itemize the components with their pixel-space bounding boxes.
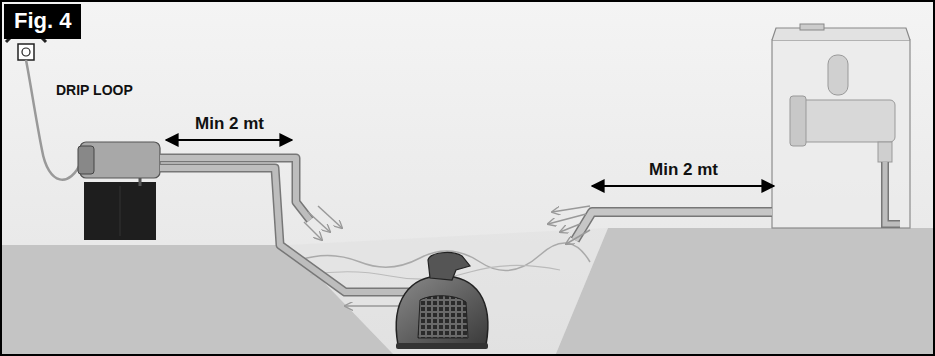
drip-loop-label: DRIP LOOP (56, 82, 133, 98)
figure-title: Fig. 4 (4, 4, 81, 39)
distance-label: Min 2 mt (195, 114, 264, 134)
distance-label: Min 2 mt (649, 160, 718, 180)
